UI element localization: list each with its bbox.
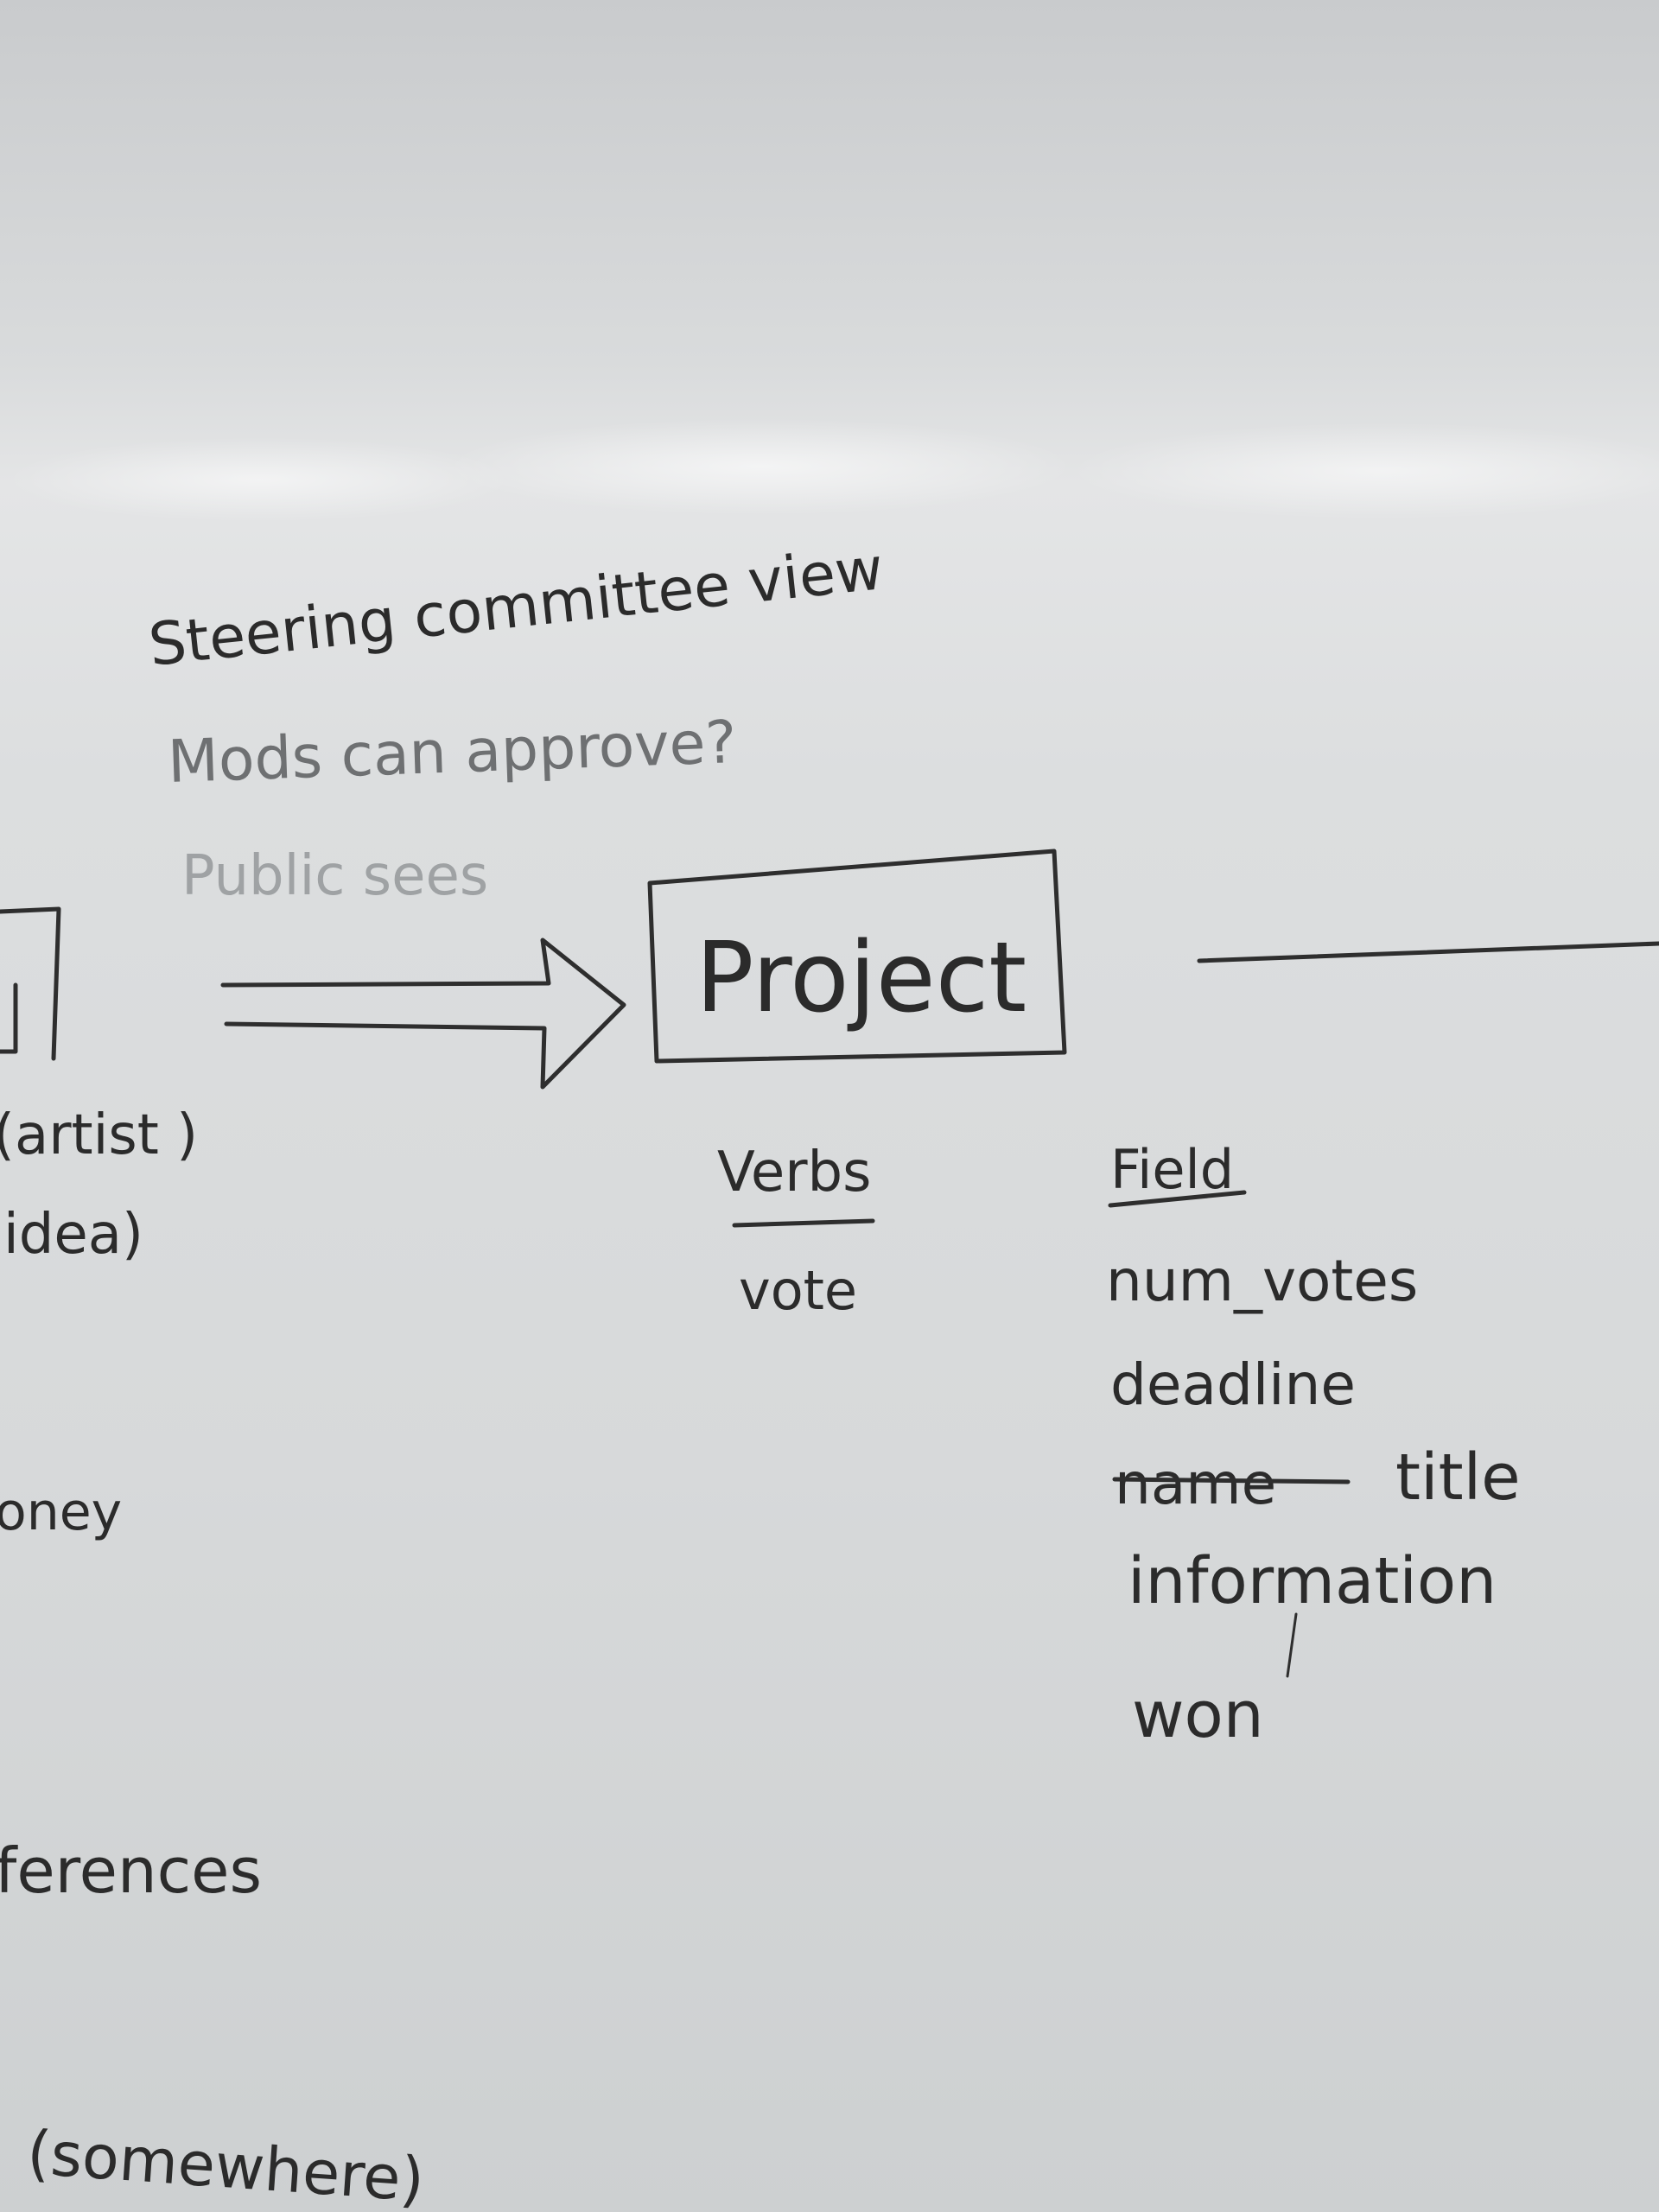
fragment-idea: idea) xyxy=(3,1203,143,1267)
verbs-column: Verbs vote xyxy=(717,1141,875,1322)
stray-mark xyxy=(1286,1612,1298,1678)
relationship-line xyxy=(1197,941,1659,963)
fragment-artist: (artist ) xyxy=(0,1103,198,1167)
strikethrough-line xyxy=(1112,1477,1351,1484)
fragment-money: oney xyxy=(0,1482,122,1542)
field-information: information xyxy=(1128,1544,1497,1618)
note-steering-committee: Steering committee view xyxy=(146,535,887,680)
fields-column: Field num_votes deadline name title info… xyxy=(1106,1138,1521,1752)
note-public-sees: Public sees xyxy=(181,844,488,908)
fields-underline xyxy=(1108,1190,1247,1208)
fragment-somewhere: (somewhere) xyxy=(25,2117,427,2212)
project-entity-box: Project xyxy=(647,849,1067,1064)
verb-item: vote xyxy=(739,1259,857,1322)
fields-heading: Field xyxy=(1110,1138,1234,1201)
field-name-struck: name xyxy=(1115,1451,1276,1517)
field-deadline: deadline xyxy=(1110,1351,1356,1418)
verbs-heading: Verbs xyxy=(717,1141,871,1205)
note-mods-approve: Mods can approve? xyxy=(167,709,738,797)
relationship-arrow xyxy=(220,938,626,1090)
left-entity-box-partial xyxy=(0,906,61,1061)
committee-notes: Steering committee view Mods can approve… xyxy=(146,535,887,908)
field-won: won xyxy=(1132,1678,1264,1752)
verbs-underline xyxy=(732,1218,875,1228)
field-num-votes: num_votes xyxy=(1106,1248,1418,1314)
field-title: title xyxy=(1395,1440,1521,1515)
fragment-preferences: ferences xyxy=(0,1834,262,1907)
project-label: Project xyxy=(696,922,1027,1034)
left-edge-fragments: (artist ) idea) oney ferences (somewhere… xyxy=(0,1103,427,2212)
